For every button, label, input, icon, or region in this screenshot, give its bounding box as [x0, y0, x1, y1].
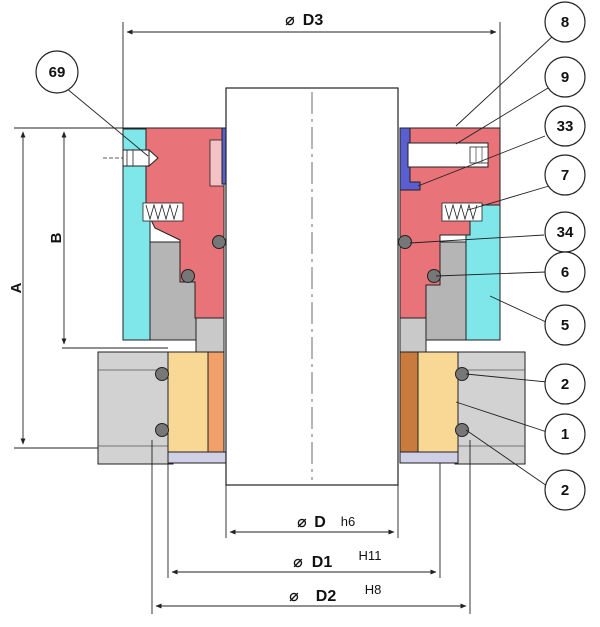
callout-2-bottom: 2	[544, 469, 586, 511]
d-label: D	[314, 514, 326, 531]
callout-69: 69	[35, 50, 79, 94]
d1-symbol: ⌀	[293, 554, 303, 571]
d2-symbol: ⌀	[289, 588, 299, 605]
svg-text:7: 7	[561, 167, 569, 184]
callout-33: 33	[544, 105, 586, 147]
d3-label: D3	[303, 12, 324, 29]
spring-left	[142, 202, 184, 222]
d1-label: D1	[312, 554, 333, 571]
callout-34: 34	[544, 211, 586, 253]
set-screw	[103, 148, 159, 168]
svg-text:34: 34	[557, 224, 574, 241]
shaft	[225, 87, 399, 486]
leader-lines	[65, 35, 554, 487]
rotating-body	[145, 127, 501, 353]
svg-text:8: 8	[561, 14, 569, 31]
d2-label: D2	[316, 588, 337, 605]
svg-text:33: 33	[557, 118, 574, 135]
callout-2-top: 2	[544, 363, 586, 405]
svg-text:1: 1	[561, 426, 569, 443]
d-symbol: ⌀	[297, 514, 307, 531]
svg-text:5: 5	[561, 317, 569, 334]
callout-balloons: 69 8 9 33 7 34 6 5	[35, 1, 586, 511]
d-tolerance: h6	[341, 514, 355, 529]
o-rings	[155, 235, 469, 437]
d1-tolerance: H11	[359, 548, 382, 563]
svg-text:2: 2	[561, 376, 569, 393]
drive-pin	[407, 142, 489, 168]
d2-tolerance: H8	[365, 582, 382, 597]
callout-1: 1	[544, 413, 586, 455]
b-label: B	[48, 232, 65, 243]
a-label: A	[8, 282, 25, 293]
dimension-labels: ⌀ D3 ⌀ D h6 ⌀ D1 H11 ⌀ D2 H8 A B	[8, 12, 381, 605]
callout-6: 6	[544, 251, 586, 293]
d3-symbol: ⌀	[285, 12, 295, 29]
dimension-lines	[14, 22, 501, 614]
svg-text:6: 6	[561, 264, 569, 281]
callout-9: 9	[544, 56, 586, 98]
callout-8: 8	[544, 1, 586, 43]
svg-text:9: 9	[561, 69, 569, 86]
svg-text:2: 2	[561, 482, 569, 499]
stationary-seat	[167, 351, 459, 464]
callout-5: 5	[544, 304, 586, 346]
callout-7: 7	[544, 154, 586, 196]
svg-text:69: 69	[49, 64, 66, 81]
spring-right	[441, 202, 483, 222]
